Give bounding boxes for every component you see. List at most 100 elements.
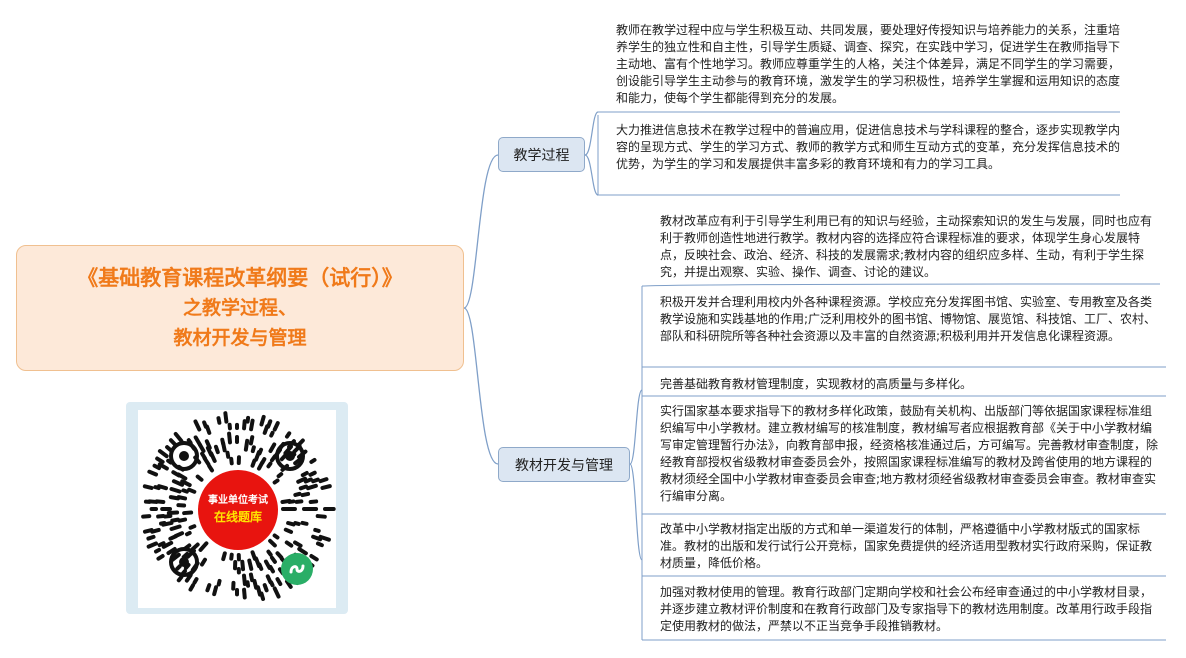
qr-dot <box>279 453 288 462</box>
qr-dot <box>182 510 194 516</box>
qr-dot <box>157 449 169 459</box>
leaf-text: 教师在教学过程中应与学生积极互动、共同发展，要处理好传授知识与培养能力的关系，注… <box>616 23 1121 105</box>
qr-dot <box>242 573 247 586</box>
qr-dot <box>213 444 220 455</box>
qr-dot <box>268 442 277 453</box>
qr-dot <box>262 583 269 593</box>
qr-dot <box>223 411 229 424</box>
branch-materials-management[interactable]: 教材开发与管理 <box>498 447 630 482</box>
qr-dot <box>220 437 226 446</box>
qr-dot <box>190 542 200 552</box>
qr-dot <box>250 458 257 468</box>
leaf-text: 积极开发并合理利用校内外各种课程资源。学校应充分发挥图书馆、实验室、专用教室及各… <box>660 295 1157 343</box>
qr-dot <box>269 454 277 463</box>
qr-dot <box>272 421 280 432</box>
qr-dot <box>170 517 180 523</box>
root-title-line-1: 《基础教育课程改革纲要（试行）》 <box>77 266 403 290</box>
qr-dot <box>193 419 202 432</box>
qr-dot <box>243 438 250 452</box>
qr-dot <box>248 572 255 583</box>
leaf-materials-6[interactable]: 加强对教材使用的管理。教育行政部门定期向学校和社会公布经审查通过的中小学教材目录… <box>656 582 1164 640</box>
qr-dot <box>166 547 177 556</box>
wechat-mini-program-icon <box>281 553 313 585</box>
qr-dot <box>252 578 259 590</box>
root-topic[interactable]: 《基础教育课程改革纲要（试行）》 之教学过程、 教材开发与管理 <box>16 245 464 371</box>
qr-dot <box>193 435 202 447</box>
branch-teaching-process[interactable]: 教学过程 <box>498 137 585 172</box>
qr-dot <box>309 457 317 464</box>
qr-dot <box>171 479 185 487</box>
qr-finder-ring <box>169 441 199 471</box>
connector-materials-bracket <box>629 389 643 465</box>
qr-dot <box>142 528 154 534</box>
qr-dot <box>260 457 267 465</box>
qr-dot <box>247 558 254 571</box>
leaf-materials-4[interactable]: 实行国家基本要求指导下的教材多样化政策，鼓励有关机构、出版部门等依据国家课程标准… <box>656 401 1164 513</box>
qr-dot <box>275 551 284 560</box>
connector-teaching-leaf-2 <box>584 154 599 196</box>
qr-dot <box>150 527 161 534</box>
qr-dot <box>200 451 207 461</box>
qr-dot <box>205 583 212 593</box>
qr-dot <box>181 551 190 559</box>
leaf-materials-1[interactable]: 教材改革应有利于引导学生利用已有的知识与经验，主动探索知识的发生与发展，同时也应… <box>656 211 1164 285</box>
qr-dot <box>198 541 209 552</box>
qr-dot <box>318 534 331 542</box>
qr-dot <box>159 521 167 526</box>
qr-dot <box>306 483 318 491</box>
qr-dot <box>142 484 154 490</box>
leaf-materials-3[interactable]: 完善基础教育教材管理制度，实现教材的高质量与多样化。 <box>656 374 1164 396</box>
qr-dot <box>300 491 311 498</box>
qr-dot <box>154 547 162 554</box>
leaf-materials-5[interactable]: 改革中小学教材指定出版的方式和单一渠道发行的体制，严格遵循中小学教材版式的国家标… <box>656 519 1164 575</box>
qr-dot <box>284 579 293 589</box>
leaf-materials-2[interactable]: 积极开发并合理利用校内外各种课程资源。学校应充分发挥图书馆、实验室、专用教室及各… <box>656 292 1164 366</box>
qr-dot <box>166 458 173 465</box>
qr-dot <box>173 431 184 443</box>
qr-dot <box>221 551 227 562</box>
qr-dot <box>248 435 255 446</box>
qr-dot <box>266 549 273 557</box>
qr-dot <box>300 520 309 526</box>
qr-dot <box>311 534 323 542</box>
branch-label: 教学过程 <box>513 147 570 164</box>
qr-dot <box>192 577 199 585</box>
qr-dot <box>266 461 273 469</box>
qr-dot <box>313 527 321 533</box>
qr-dot <box>303 477 313 484</box>
qr-dot <box>176 575 184 583</box>
qr-dot <box>146 534 156 541</box>
leaf-text: 实行国家基本要求指导下的教材多样化政策，鼓励有关机构、出版部门等依据国家课程标准… <box>660 404 1159 503</box>
qr-dot <box>257 562 264 571</box>
qr-dot <box>276 472 284 479</box>
qr-dot <box>268 565 275 574</box>
qr-badge-line-1: 事业单位考试 <box>208 495 268 506</box>
connector-root-materials <box>463 307 499 465</box>
qr-finder-ring <box>275 441 305 471</box>
leaf-text: 教材改革应有利于引导学生利用已有的知识与经验，主动探索知识的发生与发展，同时也应… <box>660 214 1153 279</box>
leaf-teaching-2[interactable]: 大力推进信息技术在教学过程中的普遍应用，促进信息技术与学科课程的整合，逐步实现教… <box>612 120 1124 194</box>
qr-dot <box>157 484 168 491</box>
qr-dot <box>275 577 283 587</box>
qr-dot <box>286 521 296 527</box>
qr-dot <box>293 491 302 497</box>
qr-dot <box>152 463 162 471</box>
qr-dot <box>157 462 169 471</box>
leaf-teaching-1[interactable]: 教师在教学过程中应与学生积极互动、共同发展，要处理好传授知识与培养能力的关系，注… <box>612 20 1124 112</box>
qr-dot <box>180 479 192 488</box>
qr-dot <box>296 476 308 484</box>
qr-dot <box>284 431 292 439</box>
qr-dot <box>204 439 212 450</box>
qr-dot <box>184 530 192 537</box>
qr-dot <box>250 445 256 454</box>
qr-dot <box>157 541 166 548</box>
qr-dot <box>184 573 193 583</box>
qr-dot <box>227 431 232 445</box>
qr-dot <box>155 456 165 464</box>
connector-teaching-leaf-1 <box>584 111 599 156</box>
qr-dot <box>283 527 294 534</box>
qr-dot <box>300 471 309 478</box>
qr-dot <box>315 541 324 548</box>
leaf-text: 完善基础教育教材管理制度，实现教材的高质量与多样化。 <box>660 377 973 391</box>
qr-dot <box>309 554 319 562</box>
